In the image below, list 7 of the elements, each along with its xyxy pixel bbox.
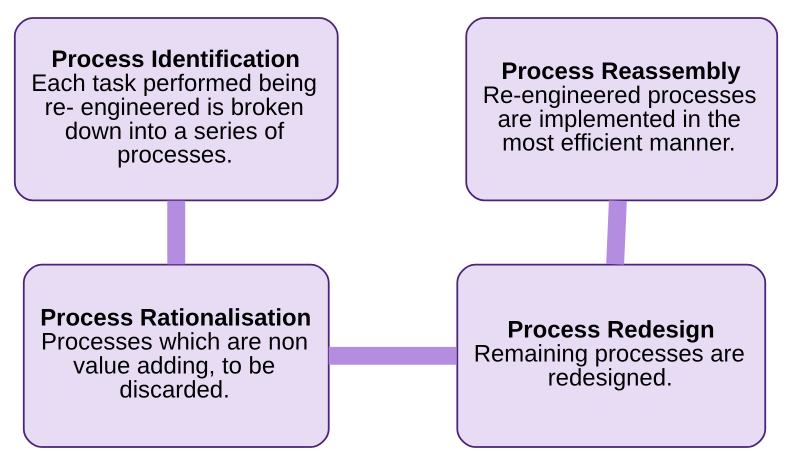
connector xyxy=(167,200,186,264)
node-box: Process Redesign Remaining processes are redesigned. xyxy=(456,264,766,448)
node-box: Process Identification Each task performed being re- engineered is broken down into a series of processes. xyxy=(14,17,339,202)
node-box: Process Reassembly Re-engineered processes are implemented in the most efficient manner. xyxy=(465,17,778,202)
node-box: Process Rationalisation Processes which are non value adding, to be discarded. xyxy=(22,264,330,448)
connector xyxy=(328,346,457,365)
connector xyxy=(606,200,627,265)
